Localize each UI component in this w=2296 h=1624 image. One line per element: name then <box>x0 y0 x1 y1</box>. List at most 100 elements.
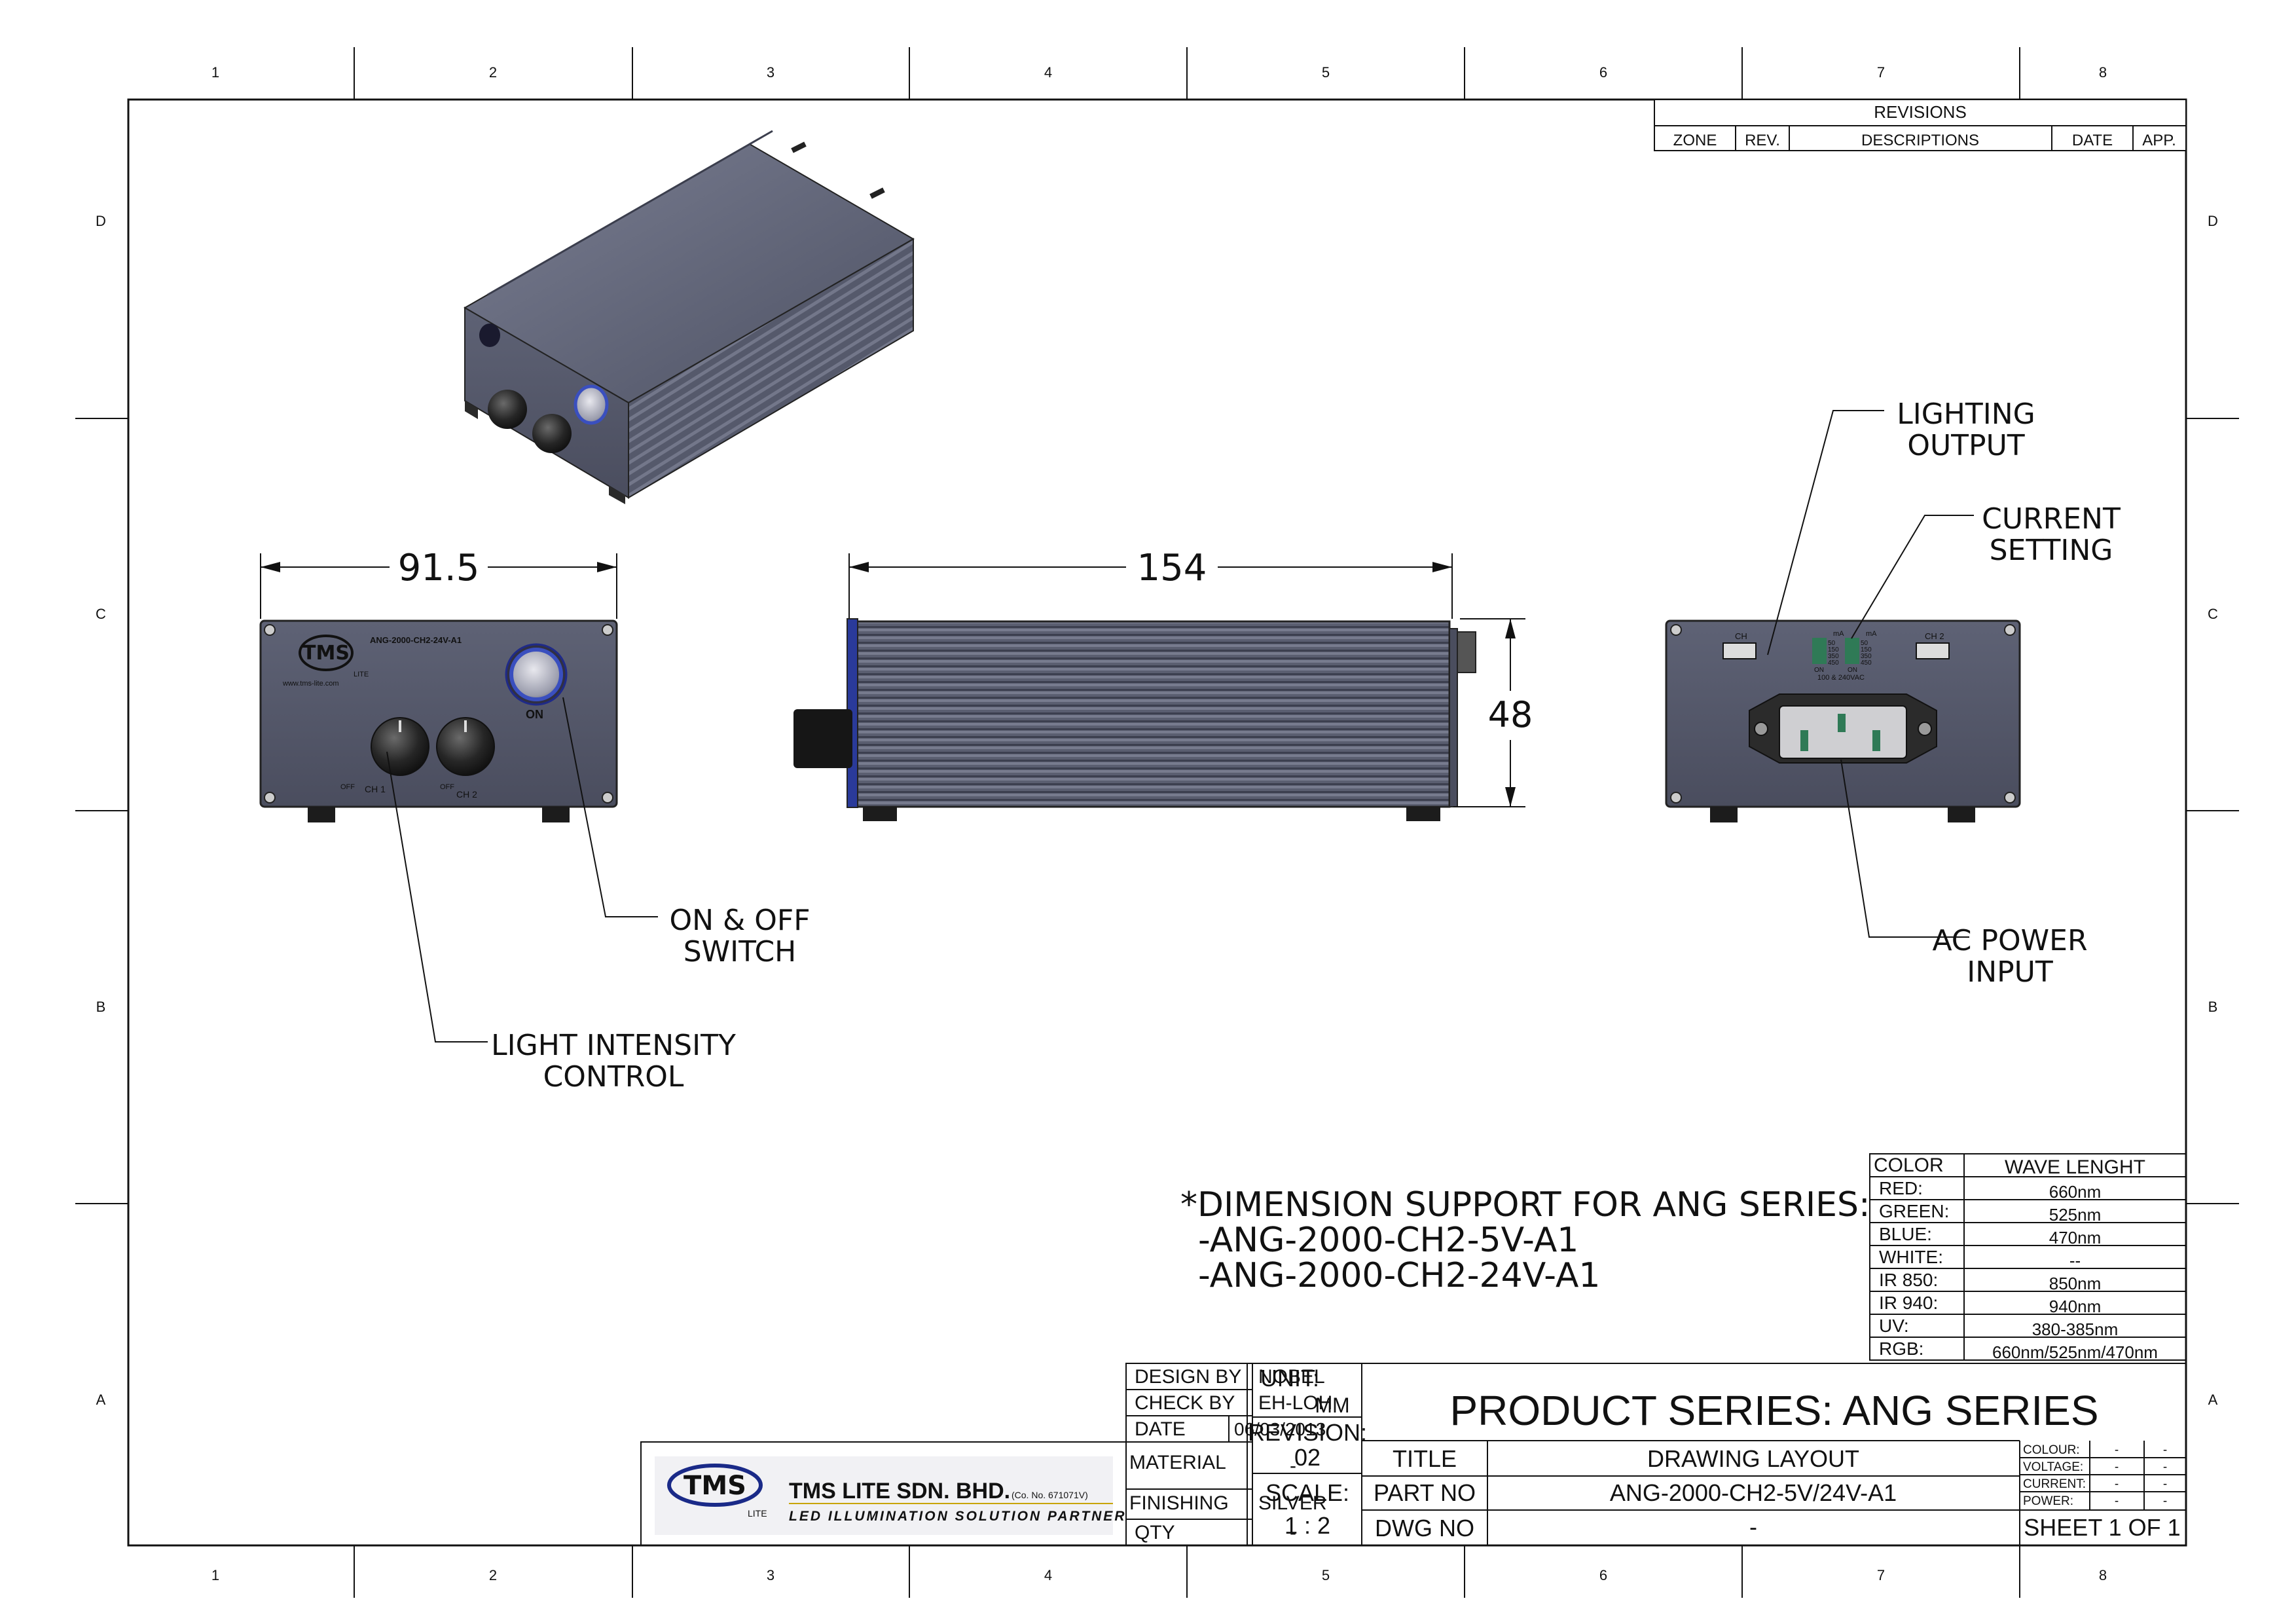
color-table-row-value: 850nm <box>2049 1274 2102 1293</box>
finishing-label: FINISHING <box>1129 1492 1229 1514</box>
on-off-switch-icon[interactable] <box>509 648 563 701</box>
intensity-knob-2-icon[interactable] <box>436 717 495 776</box>
callout-light-intensity-2: CONTROL <box>543 1060 684 1094</box>
color-table-row-value: -- <box>2069 1251 2081 1270</box>
spec-label: CURRENT: <box>2023 1477 2086 1491</box>
callout-leaders <box>386 410 1974 1043</box>
callout-ac-power-2: INPUT <box>1967 955 2053 989</box>
material-label: MATERIAL <box>1129 1452 1226 1473</box>
rear-ch2-label: CH 2 <box>1925 631 1944 641</box>
note-heading: *DIMENSION SUPPORT FOR ANG SERIES: <box>1180 1185 1870 1225</box>
zone-row-label: C <box>2208 606 2218 622</box>
screw-icon <box>2004 792 2016 803</box>
rev-header-rev: REV. <box>1745 132 1780 149</box>
tms-logo-sub: LITE <box>748 1508 767 1519</box>
part-no-label: PART NO <box>1374 1479 1476 1506</box>
dwg-no-value: - <box>1749 1513 1757 1540</box>
revision-value: 02 <box>1294 1444 1321 1471</box>
zone-column-label: 2 <box>489 64 497 81</box>
zone-column-label: 1 <box>211 1567 219 1583</box>
on-label-1: ON <box>1814 667 1824 674</box>
title-block <box>640 1363 2187 1546</box>
dimension-height <box>1453 618 1525 807</box>
voltage-label: 100 & 240VAC <box>1817 674 1865 682</box>
lighting-output-ch2-connector <box>1916 642 1950 659</box>
qty-label: QTY <box>1135 1522 1175 1543</box>
revisions-title: REVISIONS <box>1874 102 1967 122</box>
ma-value-2b: 150 <box>1861 646 1872 654</box>
foot <box>542 807 570 822</box>
on-label-2: ON <box>1848 667 1857 674</box>
ma-label-2: mA <box>1866 630 1877 638</box>
note-line-2: -ANG-2000-CH2-24V-A1 <box>1198 1256 1600 1295</box>
screw-icon <box>1670 624 1682 636</box>
color-table-row-label: IR 850: <box>1879 1270 1938 1290</box>
switch-label: ON <box>526 708 543 721</box>
color-table-row-value: 525nm <box>2049 1205 2102 1225</box>
screw-icon <box>602 792 613 803</box>
ma-value-2: 150 <box>1828 646 1839 654</box>
zone-column-label: 1 <box>211 64 219 81</box>
side-knob-icon <box>793 709 852 768</box>
company-name: TMS LITE SDN. BHD. <box>789 1479 1010 1504</box>
foot <box>308 807 335 822</box>
zone-row-label: A <box>96 1392 106 1408</box>
check-by-label: CHECK BY <box>1135 1392 1235 1414</box>
side-view: 154 48 <box>793 547 1533 821</box>
spec-value-2: - <box>2163 1494 2167 1508</box>
design-by-value: NOBEL <box>1258 1366 1325 1388</box>
spec-value-1: - <box>2115 1477 2119 1491</box>
zone-row-label: A <box>2208 1392 2218 1408</box>
foot <box>1406 807 1440 821</box>
side-connector <box>1457 631 1476 673</box>
color-table-row-label: RED: <box>1879 1178 1923 1198</box>
callout-lighting-output-2: OUTPUT <box>1907 429 2024 462</box>
spec-rows: COLOUR:--VOLTAGE:--CURRENT:--POWER:-- <box>2023 1443 2167 1508</box>
title-label: TITLE <box>1393 1445 1457 1472</box>
knob-1-label: CH 1 <box>365 784 386 794</box>
spec-value-2: - <box>2163 1477 2167 1491</box>
zone-column-label: 4 <box>1044 64 1052 81</box>
zone-row-label: B <box>2208 999 2218 1015</box>
zone-column-label: 4 <box>1044 1567 1052 1583</box>
ma-value-4b: 450 <box>1861 659 1872 667</box>
dimension-height-label: 48 <box>1488 694 1533 735</box>
zone-column-label: 3 <box>767 1567 774 1583</box>
spec-value-1: - <box>2115 1460 2119 1474</box>
iso-front-panel <box>464 306 629 499</box>
callout-current-setting-1: CURRENT <box>1982 502 2121 536</box>
color-table-row-value: 940nm <box>2049 1297 2102 1316</box>
company-tagline: LED ILLUMINATION SOLUTION PARTNER <box>789 1509 1126 1524</box>
ma-value-3b: 350 <box>1861 653 1872 660</box>
front-model: ANG-2000-CH2-24V-A1 <box>370 635 462 645</box>
design-by-label: DESIGN BY <box>1135 1366 1241 1388</box>
zone-column-label: 8 <box>2099 64 2107 81</box>
zone-column-label: 3 <box>767 64 774 81</box>
spec-label: COLOUR: <box>2023 1443 2080 1457</box>
color-table-row-label: RGB: <box>1879 1338 1923 1359</box>
rear-view: CH CH 2 mA mA 50 150 350 450 50 150 350 … <box>1665 619 2021 822</box>
unit-value: MM <box>1315 1393 1349 1417</box>
sheet-number: SHEET 1 OF 1 <box>2024 1514 2180 1541</box>
rev-header-app: APP. <box>2142 132 2176 149</box>
color-table-row-value: 660nm/525nm/470nm <box>1992 1342 2158 1362</box>
zone-column-label: 7 <box>1877 1567 1885 1583</box>
qty-value: - <box>1290 1522 1296 1543</box>
spec-value-2: - <box>2163 1460 2167 1474</box>
color-table-header-color: COLOR <box>1874 1154 1944 1176</box>
finishing-value: SILVER <box>1258 1492 1327 1514</box>
spec-value-2: - <box>2163 1443 2167 1457</box>
color-table-row-value: 470nm <box>2049 1228 2102 1247</box>
callout-on-off-2: SWITCH <box>683 935 797 969</box>
intensity-knob-1-icon[interactable] <box>371 717 429 776</box>
isometric-view <box>464 130 915 504</box>
check-by-value: EH-LOH <box>1258 1392 1332 1414</box>
zone-column-label: 5 <box>1322 1567 1330 1583</box>
title-block-text: DESIGN BY NOBEL CHECK BY EH-LOH DATE 06/… <box>1129 1365 2181 1543</box>
spec-label: VOLTAGE: <box>2023 1460 2083 1474</box>
color-table-header-wavelength: WAVE LENGHT <box>2005 1156 2145 1178</box>
foot <box>1948 807 1975 822</box>
